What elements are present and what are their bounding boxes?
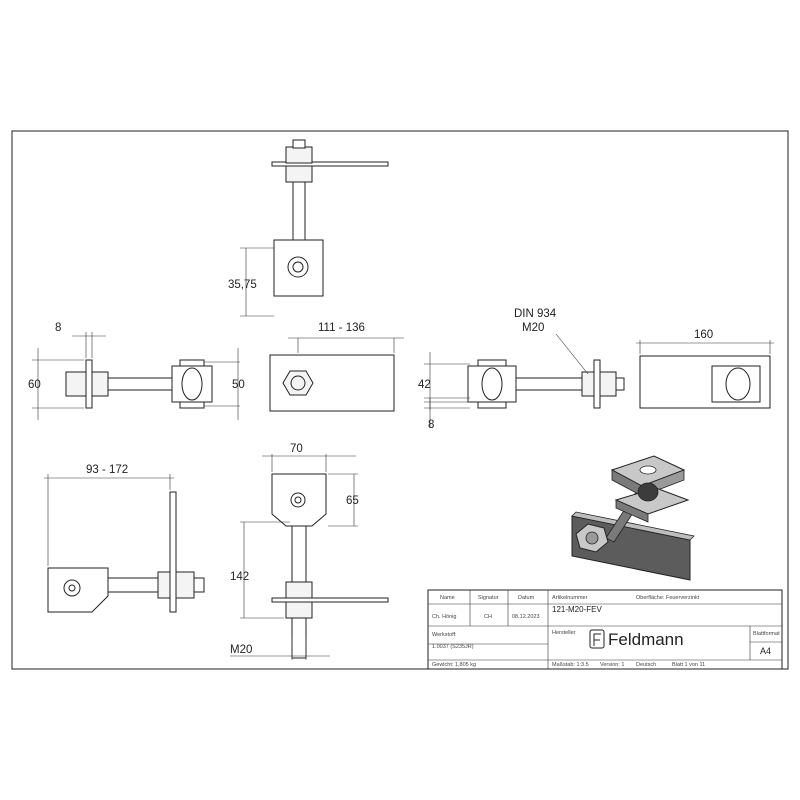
top-view-lug-hole: [287, 256, 309, 278]
top-view-bolt: [292, 181, 306, 241]
dim-right-height: 42: [418, 379, 431, 391]
bolt-view-bolt: [291, 525, 307, 583]
dim-plate-height: 65: [346, 495, 359, 507]
tb-signature-value: CH: [484, 614, 492, 620]
tb-manufacturer-logo-text: Feldmann: [608, 630, 684, 649]
dim-bolt-thread: M20: [230, 644, 252, 656]
dim-fork-height: 50: [232, 379, 245, 391]
tb-weight: Gewicht: 1,805 kg: [432, 662, 476, 668]
top-view-lug: [273, 239, 324, 297]
dim-bolt-length: 142: [230, 571, 249, 583]
dim-left-height: 60: [28, 379, 41, 391]
tb-scale: Maßstab: 1:3.5: [552, 662, 589, 668]
top-view: 35,75: [228, 139, 389, 317]
front-view-nut: [282, 370, 314, 396]
title-block-frame: [427, 589, 783, 670]
dim-plate-length: 111 - 136: [318, 322, 365, 334]
tb-header-date: Datum: [518, 595, 535, 601]
label-din: DIN 934: [514, 308, 557, 320]
tb-material-label: Werkstoff:: [432, 632, 457, 638]
tb-date-value: 08.12.2023: [512, 614, 540, 620]
dim-flat-thickness: 8: [55, 322, 61, 334]
tb-header-signature: Signatur: [478, 595, 499, 601]
right-view-nut-1: [581, 371, 595, 397]
reach-view-plate-edge: [169, 491, 177, 613]
left-view-nut-2: [91, 371, 109, 397]
label-thread: M20: [522, 322, 544, 334]
reach-view-bolt: [107, 577, 159, 593]
right-view-fork: [467, 365, 517, 403]
tb-sheet-format-value: A4: [760, 646, 771, 656]
dim-right-thickness: 8: [428, 419, 434, 431]
tb-header-sheet-format: Blattformat: [753, 631, 780, 637]
drawing-frame: [11, 130, 789, 670]
tb-header-name: Name: [440, 595, 455, 601]
reach-view-lug: [47, 567, 109, 613]
top-view-nut-lower: [285, 165, 313, 183]
tb-language: Deutsch: [636, 662, 656, 668]
left-side-view: 8 60 50: [28, 322, 245, 420]
tb-sheet: Blatt 1 von 11: [672, 662, 705, 668]
title-block: Name Signatur Datum Artikelnummer Oberfl…: [427, 589, 783, 670]
dim-plate-width: 70: [290, 443, 303, 455]
dim-side-length: 160: [694, 329, 713, 341]
dim-top-hole-offset: 35,75: [228, 279, 257, 291]
reach-view: 93 - 172: [44, 464, 205, 613]
left-view-plate-edge: [85, 359, 93, 409]
top-view-nut-upper: [285, 146, 313, 164]
dim-reach: 93 - 172: [86, 464, 128, 476]
tb-header-surface: Oberfläche: Feuerverzinkt: [636, 595, 700, 601]
tb-name-value: Ch. Hönig: [432, 614, 456, 620]
left-view-bolt: [107, 377, 173, 391]
tb-header-manufacturer: Hersteller: [552, 630, 576, 636]
top-view-plate-edge: [271, 161, 389, 167]
tb-header-article: Artikelnummer: [552, 595, 588, 601]
tb-article-value: 121-M20-FEV: [552, 605, 602, 614]
tb-version: Version: 1: [600, 662, 624, 668]
front-view: 111 - 136: [269, 322, 404, 412]
tb-material-value: 1.0037 (S235JR): [432, 644, 474, 650]
bolt-view: 70 65 142 M20: [230, 443, 389, 660]
left-view-nut-1: [65, 371, 87, 397]
side-view: 160: [636, 329, 774, 409]
right-view-nut-2: [599, 371, 617, 397]
bolt-view-plate-edge: [271, 597, 389, 603]
top-view-bolt-tip: [292, 139, 306, 149]
right-side-view: DIN 934 M20 42 8: [418, 308, 625, 431]
feldmann-logo-icon: [589, 629, 605, 649]
bolt-view-lug: [271, 473, 327, 527]
iso-view: [571, 455, 695, 581]
left-view-fork: [171, 365, 213, 403]
